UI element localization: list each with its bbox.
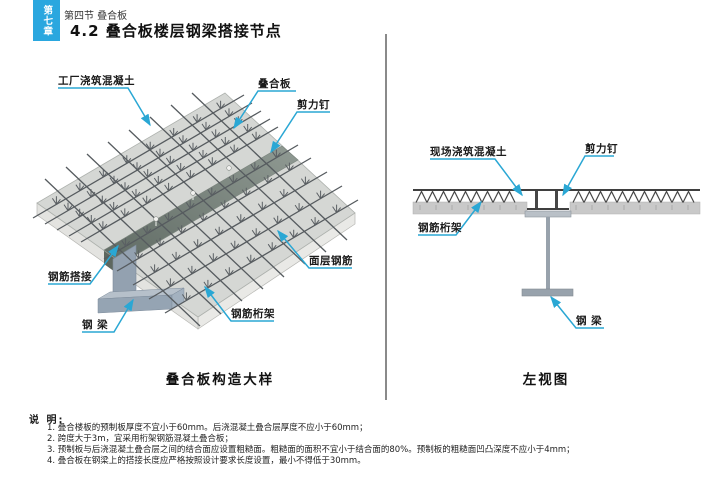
page-title: 4.2 叠合板楼层钢梁搭接节点 (70, 22, 282, 40)
truss-spikes (150, 176, 310, 273)
label-site-concrete: 现场浇筑混凝土 (430, 145, 507, 158)
slab-band-right (569, 201, 701, 215)
rebar-grid-truss (32, 94, 359, 314)
left-diagram-caption: 叠合板构造大样 (165, 372, 275, 388)
truss-spikes (51, 100, 225, 205)
note-item: 4. 叠合板在钢梁上的搭接长度应严格按照设计要求长度设置，最小不得低于30mm。 (47, 456, 366, 466)
truss-spikes (121, 149, 281, 247)
right-diagram-caption: 左视图 (522, 372, 570, 388)
label-shear-stud-right: 剪力钉 (585, 142, 618, 155)
steel-beam-section (521, 208, 574, 297)
rebar-grid-cross (44, 92, 348, 327)
label-steel-beam-left: 钢 梁 (82, 318, 108, 331)
slab-band-left (412, 201, 528, 215)
notes-heading: 说 明: (29, 415, 65, 426)
truss-spikes (63, 108, 234, 211)
label-rebar-truss-left: 钢筋桁架 (231, 307, 275, 320)
shear-stud-bar-1 (535, 191, 538, 209)
shear-stud-bar-2 (555, 191, 558, 209)
label-steel-beam-right: 钢 梁 (576, 314, 602, 327)
note-item: 1. 叠合楼板的预制板厚度不宜小于60mm。后浇混凝土叠合层厚度不应小于60mm… (47, 423, 368, 433)
left-diagram-svg: 工厂浇筑混凝土 叠合板 剪力钉 钢筋搭接 钢 梁 面层钢筋 钢筋桁架 (32, 74, 359, 333)
label-factory-concrete: 工厂浇筑混凝土 (58, 74, 135, 87)
vertical-divider (385, 34, 387, 400)
note-item: 2. 跨度大于3m，宜采用桁架钢筋混凝土叠合板； (47, 434, 234, 444)
right-diagram-svg: 现场浇筑混凝土 剪力钉 钢筋桁架 钢 梁 (412, 142, 701, 329)
left-diagram-annotations: 工厂浇筑混凝土 叠合板 剪力钉 钢筋搭接 钢 梁 面层钢筋 钢筋桁架 (48, 74, 353, 333)
truss-spikes (165, 190, 325, 287)
label-rebar-lap: 钢筋搭接 (48, 270, 92, 283)
truss-zigzag-left (415, 190, 516, 203)
truss-spikes (134, 162, 294, 259)
label-surface-rebar: 面层钢筋 (309, 254, 353, 267)
right-diagram-annotations: 现场浇筑混凝土 剪力钉 钢筋桁架 钢 梁 (418, 142, 618, 329)
label-shear-stud-left: 剪力钉 (297, 98, 330, 111)
truss-spikes (86, 124, 253, 224)
note-item: 3. 预制板与后浇混凝土叠合层之间的结合面应设置粗糙面。粗糙面的面积不宜小于结合… (47, 445, 575, 455)
notes-list: 1. 叠合楼板的预制板厚度不宜小于60mm。后浇混凝土叠合层厚度不应小于60mm… (47, 423, 687, 467)
truss-spikes (181, 204, 341, 301)
slab-texture-ticks (419, 205, 689, 210)
shear-studs-3d (153, 165, 232, 226)
truss-zigzag-right (572, 190, 695, 203)
section-label: 第四节 叠合板 (64, 11, 128, 22)
label-composite-slab: 叠合板 (258, 77, 291, 90)
label-rebar-truss-right: 钢筋桁架 (418, 221, 462, 234)
chapter-badge: 第七章 (33, 0, 60, 41)
truss-spikes (98, 131, 261, 230)
